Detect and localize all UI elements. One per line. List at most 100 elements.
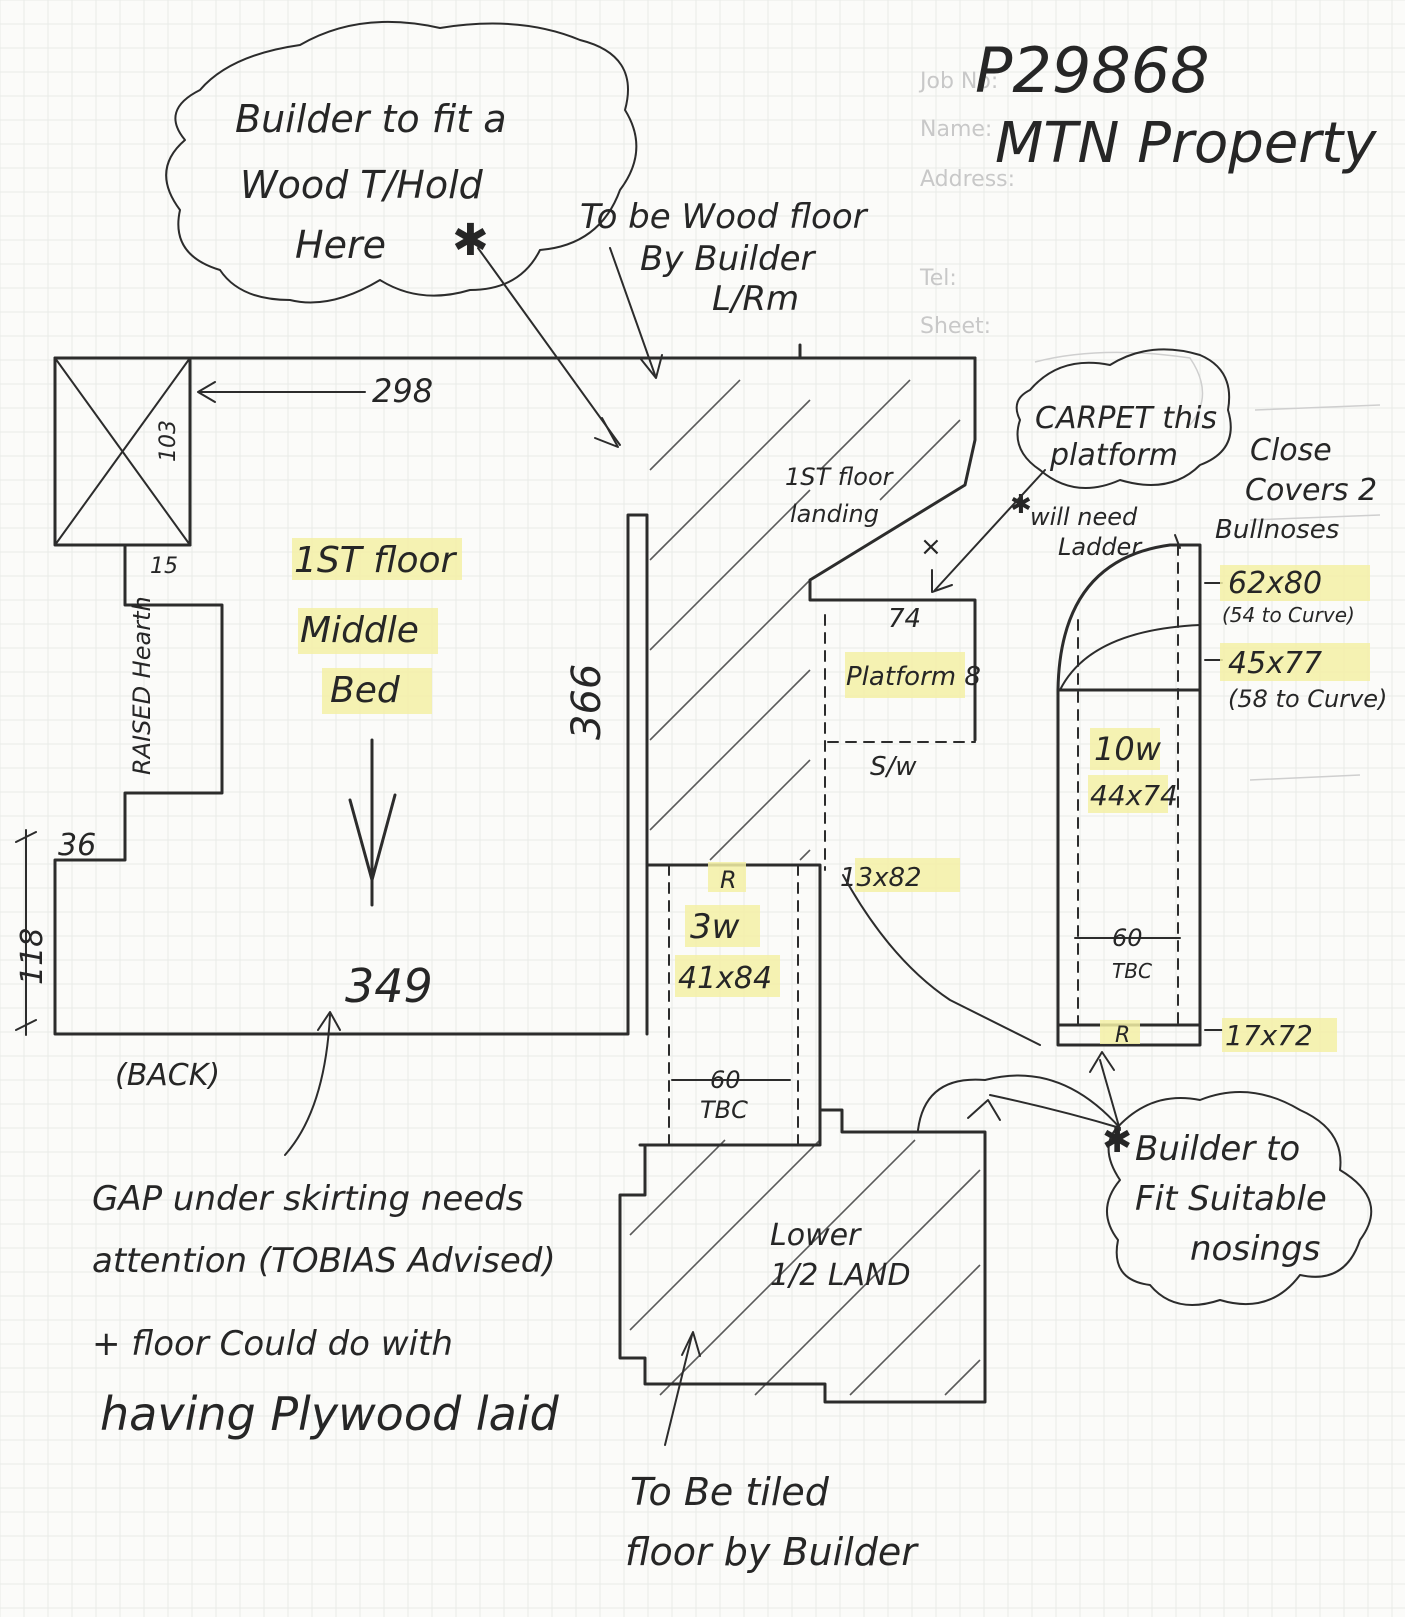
hatch-line — [649, 379, 741, 471]
raised-hearth-label: RAISED Hearth — [128, 596, 156, 775]
middle-bed-label: 1ST floor Middle Bed — [294, 540, 467, 711]
platform-width-dim: 74 — [888, 604, 921, 634]
hatch-line — [649, 489, 811, 651]
nosings-note: Builder to Fit Suitable nosings — [1135, 1129, 1338, 1269]
faint-scribble — [1249, 404, 1381, 781]
job-reference: P29868 — [975, 34, 1210, 107]
landing-label: 1ST floor landing — [785, 463, 900, 528]
right-flight-outline — [1056, 543, 1202, 1047]
client-name: MTN Property — [995, 111, 1377, 176]
bullnose-2-dim: 45x77 — [1228, 646, 1322, 681]
right-dim-ticks — [1204, 582, 1223, 1031]
tiled-note: To Be tiled floor by Builder — [625, 1470, 919, 1574]
lower-landing-label: Lower 1/2 LAND — [770, 1218, 911, 1293]
right-flight-tbc: TBC — [1112, 959, 1152, 983]
left-flight-size: 41x84 — [678, 961, 772, 996]
highlight — [675, 955, 780, 997]
highlight — [1222, 1018, 1337, 1052]
hatch-line — [659, 1139, 916, 1396]
highlight — [1220, 565, 1370, 601]
hatch-line — [649, 579, 811, 741]
lower-landing-outline — [618, 1108, 987, 1404]
nosings-note-cloud — [1106, 1091, 1373, 1306]
form-label-job: Job No: — [918, 69, 998, 94]
left-flight-dashed — [668, 864, 799, 1146]
faint-scribble — [1034, 351, 1204, 426]
hatch-line — [849, 1264, 981, 1396]
highlight — [1090, 728, 1160, 770]
close-covers-note: Close Covers 2 Bullnoses — [1215, 433, 1387, 545]
highlight — [292, 538, 462, 580]
hatch-line — [944, 1359, 981, 1396]
bottom-riser-r: R — [1115, 1023, 1130, 1048]
room-direction-arrow-head — [348, 793, 397, 882]
nosings-arrow-2 — [917, 1074, 1121, 1131]
hatch-line — [649, 669, 811, 831]
hatch-line — [879, 419, 961, 501]
hatch-line — [709, 759, 811, 861]
highlight — [845, 652, 965, 698]
nosings-arrow-1-head — [1089, 1051, 1115, 1073]
threshold-note-cloud — [165, 20, 638, 304]
right-flight-width: 60 — [1112, 924, 1143, 952]
back-label: (BACK) — [115, 1058, 220, 1093]
nosings-arrow-3 — [989, 1094, 1121, 1129]
hatch-line — [649, 399, 811, 561]
highlight — [1100, 1020, 1140, 1044]
recess-depth-dim: 118 — [15, 928, 50, 985]
hatch-line — [799, 849, 811, 861]
carpet-arrow — [934, 469, 1046, 591]
platform-label: Platform 8 — [846, 662, 981, 692]
highlight — [685, 905, 760, 947]
chimney-cross — [54, 357, 191, 546]
highlight — [708, 862, 746, 892]
bed-width-top-dim: 298 — [372, 372, 433, 410]
bottom-riser-dim: 17x72 — [1225, 1019, 1313, 1052]
lower-landing-hatching — [629, 1139, 981, 1396]
form-label-tel: Tel: — [919, 266, 957, 291]
bullnose-1-dim: 62x80 — [1228, 566, 1322, 601]
wood-floor-arrow-head — [639, 354, 663, 379]
left-flight-width: 60 — [710, 1066, 741, 1094]
recess-depth-line — [15, 829, 37, 1036]
bed-depth-dim: 366 — [564, 664, 610, 740]
wood-floor-arrow-line — [609, 247, 656, 376]
highlight — [855, 858, 960, 892]
threshold-arrow-line — [477, 247, 621, 446]
step-riser-dim: 13x82 — [840, 863, 922, 893]
carpet-note-cloud — [1015, 348, 1232, 489]
bed-width-bottom-dim: 349 — [345, 959, 433, 1013]
asterisk-marker: ✱ — [452, 215, 489, 266]
chimney-breast — [53, 356, 192, 547]
riser-connector-curve — [842, 874, 1041, 1046]
gap-note-arrow — [284, 1014, 331, 1156]
riser-r-label: R — [720, 866, 737, 894]
hatch-line — [629, 1139, 726, 1236]
gap-note-arrow-head — [317, 1011, 341, 1031]
hearth-offset-dim: 15 — [150, 554, 178, 579]
ladder-note: will need Ladder — [1030, 503, 1145, 561]
threshold-arrow-head — [594, 417, 619, 448]
nosings-arrow-1 — [1099, 1059, 1121, 1131]
wood-floor-note: To be Wood floor By Builder L/Rm — [580, 197, 877, 319]
left-flight-count: 3w — [690, 907, 740, 947]
right-flight-count: 10w — [1094, 730, 1162, 768]
carpet-note: CARPET this platform — [1035, 401, 1227, 473]
highlight — [1088, 775, 1168, 813]
sw-label: S/w — [870, 752, 917, 782]
form-label-name: Name: — [920, 117, 992, 142]
hatch-line — [754, 1169, 981, 1396]
bullnose-curve — [1059, 624, 1201, 691]
landing-outline — [798, 343, 977, 742]
bullnose-1-note: (54 to Curve) — [1222, 603, 1355, 627]
recess-width-dim: 36 — [58, 828, 96, 863]
hatch-line — [629, 1139, 821, 1331]
landing-hatching — [649, 379, 961, 861]
tiled-note-arrow — [664, 1334, 693, 1446]
form-label-sheet: Sheet: — [920, 314, 991, 339]
threshold-note-text: Builder to fit a Wood T/Hold Here — [235, 97, 519, 267]
hatch-line — [819, 379, 911, 471]
left-flight-tbc: TBC — [700, 1096, 748, 1124]
